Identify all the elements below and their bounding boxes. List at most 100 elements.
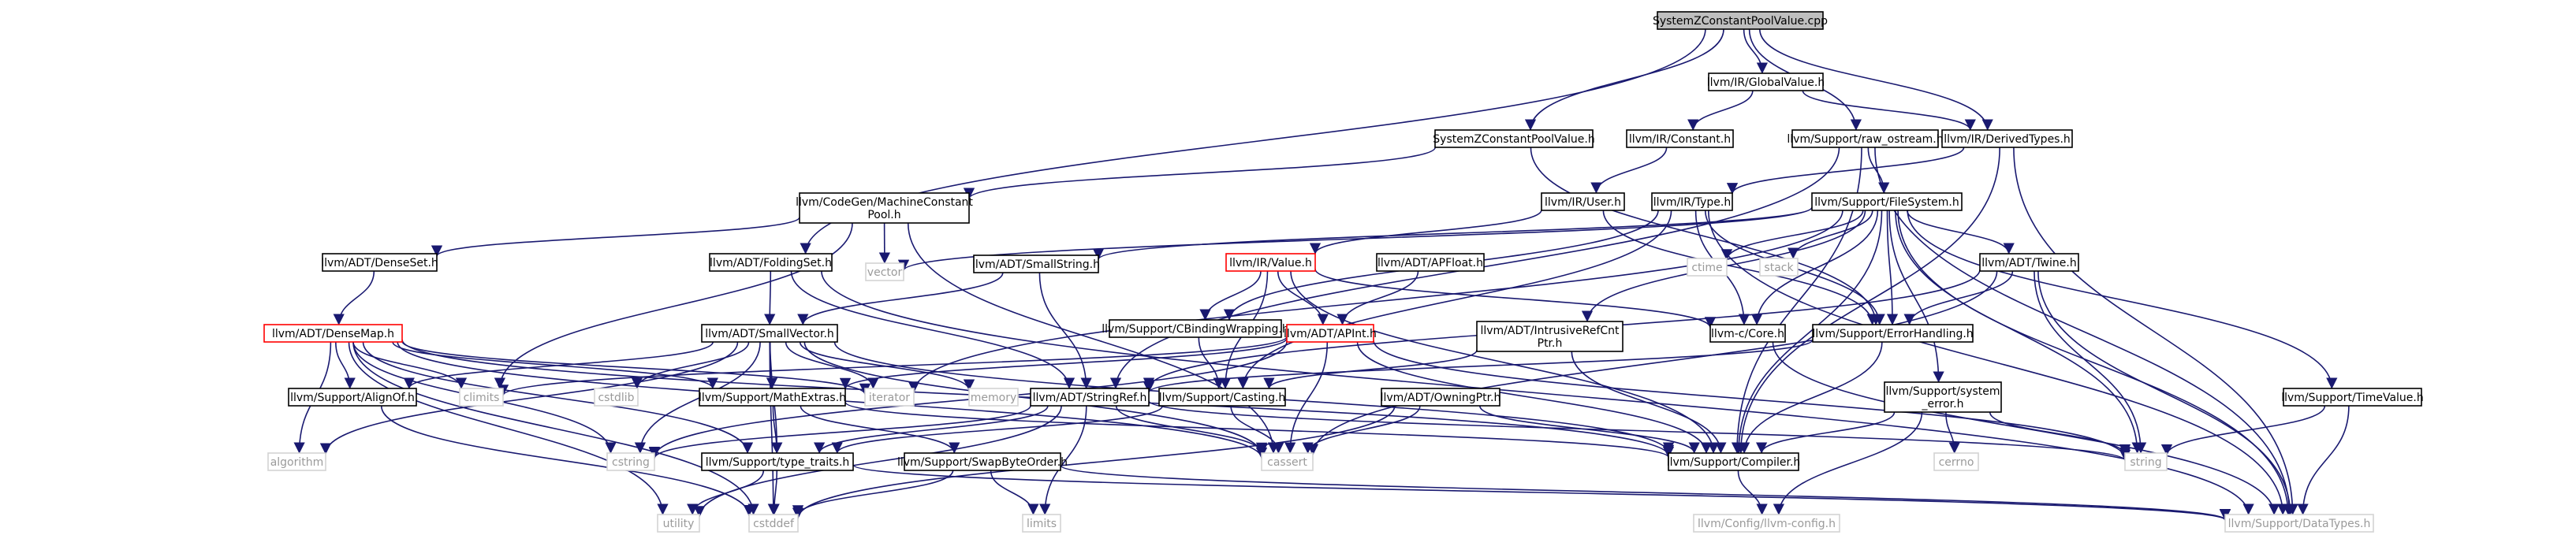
edge-mcpool-to-climits <box>494 222 853 389</box>
node-algorithm: algorithm <box>267 452 326 471</box>
node-box-datatypes <box>2224 514 2374 533</box>
edge-filesystem-to-ctime <box>1720 210 1864 261</box>
node-user[interactable]: llvm/IR/User.h <box>1541 192 1625 211</box>
edge-cbinding-to-casting <box>1198 336 1225 389</box>
node-filesystem[interactable]: llvm/Support/FileSystem.h <box>1811 192 1963 211</box>
edge-compiler-to-llvmconfig <box>1737 470 1768 515</box>
node-label-user-0: llvm/IR/User.h <box>1545 196 1621 209</box>
edge-filesystem-to-timevalue <box>1907 210 2338 389</box>
node-label-errorhandling-0: llvm/Support/ErrorHandling.h <box>1812 328 1973 340</box>
node-constant[interactable]: llvm/IR/Constant.h <box>1626 129 1734 148</box>
node-box-raw_ostream <box>1791 129 1939 148</box>
node-box-casting <box>1158 388 1286 407</box>
node-alignof[interactable]: llvm/Support/AlignOf.h <box>288 388 417 407</box>
node-apfloat[interactable]: llvm/ADT/APFloat.h <box>1376 253 1485 272</box>
node-label-apint-0: llvm/ADT/APInt.h <box>1284 328 1377 340</box>
node-timevalue[interactable]: llvm/Support/TimeValue.h <box>2281 388 2424 407</box>
node-box-cbinding <box>1109 319 1282 338</box>
node-label-intrusive-0: llvm/ADT/IntrusiveRefCnt <box>1480 325 1620 337</box>
node-swapbyteorder[interactable]: llvm/Support/SwapByteOrder.h <box>897 452 1068 471</box>
node-foldingset[interactable]: llvm/ADT/FoldingSet.h <box>709 253 833 272</box>
node-climits: climits <box>459 388 504 407</box>
node-compiler[interactable]: llvm/Support/Compiler.h <box>1667 452 1801 471</box>
dependency-edges <box>293 28 2350 521</box>
node-label-filesystem-0: llvm/Support/FileSystem.h <box>1814 196 1959 209</box>
edge-value-to-ccore <box>1314 269 1717 329</box>
node-raw_ostream[interactable]: llvm/Support/raw_ostream.h <box>1787 129 1944 148</box>
node-llvmconfig: llvm/Config/llvm-config.h <box>1693 514 1840 533</box>
node-box-type_traits <box>701 452 854 471</box>
node-stack: stack <box>1759 258 1799 277</box>
node-owningptr[interactable]: llvm/ADT/OwningPtr.h <box>1381 388 1501 407</box>
node-box-densemap <box>263 324 403 343</box>
node-smallvector[interactable]: llvm/ADT/SmallVector.h <box>701 324 838 343</box>
edge-owningptr-to-cstddef <box>792 405 1396 519</box>
node-cbinding[interactable]: llvm/Support/CBindingWrapping.h <box>1102 319 1289 338</box>
node-label-type_traits-0: llvm/Support/type_traits.h <box>706 456 850 469</box>
node-denseset[interactable]: llvm/ADT/DenseSet.h <box>321 253 438 272</box>
edge-swapbyteorder-to-limits <box>990 470 1039 515</box>
node-label-ctime-0: ctime <box>1691 262 1722 274</box>
edge-value-to-cbinding <box>1199 270 1262 321</box>
node-value[interactable]: llvm/IR/Value.h <box>1225 253 1316 272</box>
node-label-memory-0: memory <box>971 392 1017 404</box>
node-box-ctime <box>1687 258 1728 277</box>
node-label-derivedtypes-0: llvm/IR/DerivedTypes.h <box>1944 133 2071 146</box>
edge-root-to-derivedtypes <box>1759 28 1993 131</box>
node-densemap[interactable]: llvm/ADT/DenseMap.h <box>263 324 403 343</box>
node-type[interactable]: llvm/IR/Type.h <box>1651 192 1733 211</box>
node-label-datatypes-0: llvm/Support/DataTypes.h <box>2228 518 2371 530</box>
node-label-densemap-0: llvm/ADT/DenseMap.h <box>272 328 394 340</box>
edge-twine-to-string <box>2034 270 2147 454</box>
node-label-cstddef-0: cstddef <box>753 518 795 530</box>
header-nodes: SystemZConstantPoolValue.cpp llvm/IR/Glob… <box>263 11 2424 533</box>
node-box-ccore <box>1709 324 1786 343</box>
node-box-denseset <box>322 253 438 272</box>
node-casting[interactable]: llvm/Support/Casting.h <box>1158 388 1286 407</box>
edge-mathextras-to-compiler <box>844 401 1674 459</box>
edge-smallstring-to-stringref <box>1038 272 1092 389</box>
node-cstdlib: cstdlib <box>594 388 639 407</box>
edge-intrusive-to-compiler <box>1571 351 1727 454</box>
edge-user-to-value <box>1309 209 1542 254</box>
node-root[interactable]: SystemZConstantPoolValue.cpp <box>1653 11 1828 30</box>
edge-filesystem-to-ccore <box>1750 210 1879 325</box>
edge-raw_ostream-to-filesystem <box>1867 147 1890 194</box>
node-ccore[interactable]: llvm-c/Core.h <box>1709 324 1786 343</box>
edge-smallvector-to-iterator <box>785 341 879 389</box>
edge-szcpv_h-to-mcpool <box>964 147 1436 199</box>
node-box-user <box>1541 192 1625 211</box>
edge-twine-to-datatypes <box>2037 270 2296 515</box>
node-errorhandling[interactable]: llvm/Support/ErrorHandling.h <box>1812 324 1974 343</box>
node-label-casting-0: llvm/Support/Casting.h <box>1159 392 1286 404</box>
edge-densemap-to-mathextras <box>392 341 718 389</box>
node-label-iterator-0: iterator <box>869 392 910 404</box>
node-cerrno: cerrno <box>1933 452 1979 471</box>
edge-filesystem-to-errorhandling <box>1886 210 1899 325</box>
node-label-smallstring-0: llvm/ADT/SmallString.h <box>972 258 1100 271</box>
edge-type_traits-to-utility <box>687 470 765 515</box>
node-globalvalue[interactable]: llvm/IR/GlobalValue.h <box>1707 72 1825 91</box>
node-mathextras[interactable]: llvm/Support/MathExtras.h <box>699 388 846 407</box>
edge-densemap-to-iterator <box>401 340 870 396</box>
edge-smallvector-to-alignof <box>403 341 714 389</box>
node-label-constant-0: llvm/IR/Constant.h <box>1629 133 1731 146</box>
edge-apint-to-climits <box>498 336 1288 396</box>
node-szcpv_h[interactable]: SystemZConstantPoolValue.h <box>1433 129 1595 148</box>
edge-system_error-to-compiler <box>1755 411 1896 454</box>
node-label-apfloat-0: llvm/ADT/APFloat.h <box>1377 257 1483 269</box>
node-system_error[interactable]: llvm/Support/system_error.h <box>1884 381 2002 413</box>
node-apint[interactable]: llvm/ADT/APInt.h <box>1284 324 1377 343</box>
node-box-root <box>1657 11 1824 30</box>
node-type_traits[interactable]: llvm/Support/type_traits.h <box>701 452 854 471</box>
node-box-errorhandling <box>1812 324 1974 343</box>
node-box-climits <box>459 388 504 407</box>
edge-alignof-to-cstddef <box>380 405 755 517</box>
node-stringref[interactable]: llvm/ADT/StringRef.h <box>1030 388 1150 407</box>
node-datatypes: llvm/Support/DataTypes.h <box>2224 514 2374 533</box>
node-derivedtypes[interactable]: llvm/IR/DerivedTypes.h <box>1941 129 2073 148</box>
node-twine[interactable]: llvm/ADT/Twine.h <box>1979 253 2079 272</box>
node-smallstring[interactable]: llvm/ADT/SmallString.h <box>972 254 1100 273</box>
